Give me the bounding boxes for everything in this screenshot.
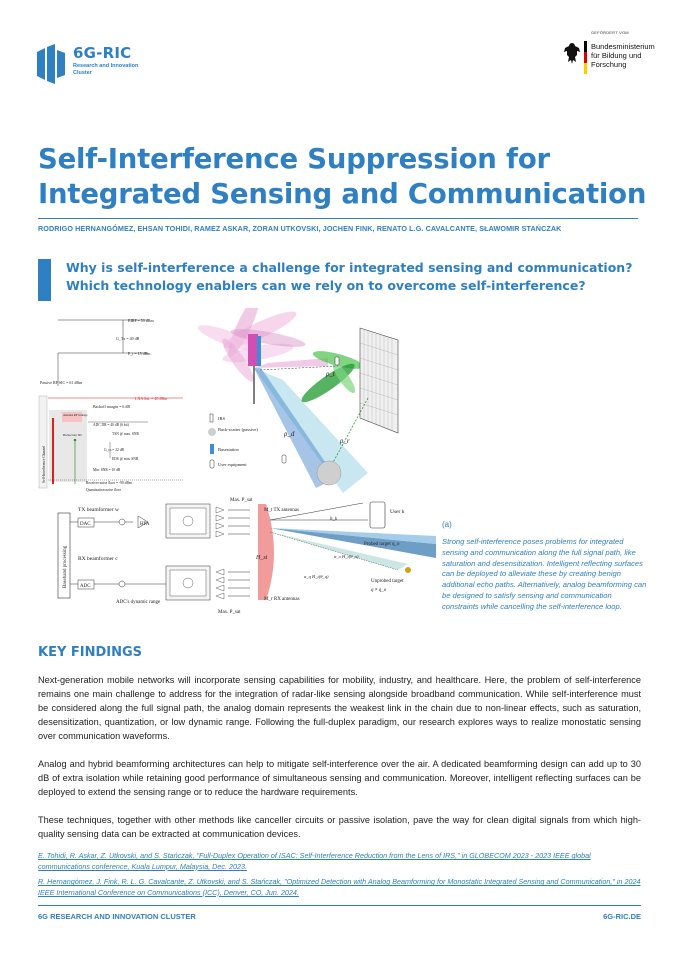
bmbf-logo: GEFÖRDERT VOM Bundesministerium für Bild… [563, 30, 655, 90]
pt-label: P_t = 15 dBm [128, 351, 151, 356]
eirp-label: EIRP = 53 dBm [128, 318, 154, 323]
tsn-label: TSN @ max. SNR [112, 432, 139, 436]
user-device-1 [334, 356, 340, 366]
baseband-box [57, 512, 71, 599]
mr-rx-label: M_r RX antennas [264, 597, 300, 602]
gcs-label: G_cs = 22 dB [104, 448, 124, 452]
sensing-beam [254, 368, 368, 493]
page-title: Self-Interference Suppression for Integr… [38, 143, 647, 210]
adc-block [77, 579, 95, 590]
backoff-label: Backoff margin = 6 dB [93, 404, 130, 409]
authors: RODRIGO HERNANGÓMEZ, EHSAN TOHIDI, RAMEZ… [38, 224, 562, 233]
reference-2-link[interactable]: R. Hernangómez, J. Fink, R. L. G. Cavalc… [38, 877, 641, 897]
logo-title: 6G-RIC [73, 44, 132, 62]
dac-label: DAC [80, 522, 91, 527]
caption-label: (a) [442, 520, 452, 529]
key-findings-paragraph-3: These techniques, together with other me… [38, 815, 641, 839]
beamforming-block-diagram: Baseband processing TX beamformer w DAC … [57, 498, 436, 615]
eds-label: EDS @ min. SNR [112, 457, 139, 461]
alpha-o-label: α_o H_t(θ_o) [334, 554, 359, 559]
rho-r-label: ρ_r [339, 437, 350, 445]
lna-label: LNA Sat. = 40 dBm [135, 396, 168, 401]
basestation-body [248, 334, 258, 366]
reference-1-link[interactable]: E. Tohidi, R. Askar, Z. Utkovski, and S.… [38, 851, 591, 871]
legend-user: User equipment [218, 462, 247, 467]
probing-beam [270, 528, 436, 558]
self-interference-region [258, 504, 274, 600]
si-channel-label: Self-Interference Channel [42, 446, 46, 483]
backscatter-legend-icon [208, 428, 216, 436]
scene-legend: IRS Back-scatter (passive) Basestation U… [208, 413, 258, 469]
unprobed-target-marker [405, 567, 411, 573]
quant-noise-label: Quantization noise floor [86, 488, 122, 492]
tx-beamformer-label: TX beamformer w [78, 506, 119, 513]
footer-divider [38, 905, 641, 906]
6g-ric-logo: 6G-RIC Research and Innovation Cluster [37, 42, 157, 84]
baseband-label: Baseband processing [63, 545, 68, 588]
figure-caption: Strong self-interference poses problems … [442, 537, 647, 611]
irs-legend-icon [209, 413, 214, 423]
user-legend-icon [209, 459, 215, 469]
direct-beam [254, 368, 336, 488]
6g-ric-logo-icon [37, 44, 65, 84]
user-device-2 [281, 454, 287, 464]
max-psat-bottom: Max. P_sat [218, 610, 241, 615]
key-findings-heading: KEY FINDINGS [38, 645, 143, 660]
key-findings-paragraph-2: Analog and hybrid beamforming architectu… [38, 759, 641, 797]
power-budget-diagram: EIRP = 53 dBm G_Tx = 40 dB P_t = 15 dBm … [38, 318, 183, 492]
sponsor-label: GEFÖRDERT VOM [591, 30, 629, 35]
rho-t-label: ρ_t [325, 370, 336, 378]
adc-dr-label: ADC DR = 40 dB (6 bit) [93, 423, 130, 427]
q-neq-label: q ≠ q_o [371, 588, 387, 593]
hsi-label: H_si [255, 555, 268, 561]
hpa-label: HPA [140, 522, 150, 527]
basestation-beam-pattern [197, 308, 306, 382]
adc-range-label: ADC's dynamic range [116, 600, 161, 605]
adc-label: ADC [80, 584, 91, 589]
irs-surface [359, 327, 399, 434]
flag-stripe-red [584, 52, 587, 63]
dac-block [77, 517, 95, 528]
sponsor-name: Bundesministerium für Bildung und Forsch… [591, 42, 655, 69]
footer-cluster-name: 6G RESEARCH AND INNOVATION CLUSTER [38, 912, 196, 921]
legend-backscatter: Back-scatter (passive) [218, 427, 258, 432]
leakage-label: Antenna RF leakage [63, 413, 88, 417]
alpha-q-label: α_q H_t(θ_q) [304, 574, 329, 579]
gtx-label: G_Tx = 40 dB [116, 336, 140, 341]
backscatter-target [316, 460, 342, 486]
key-findings-paragraph-1: Next-generation mobile networks will inc… [38, 675, 641, 741]
legend-irs: IRS [218, 416, 226, 421]
question-accent-bar [38, 259, 51, 301]
rx-beamformer-label: RX beamformer c [78, 555, 118, 562]
main-figure: EIRP = 53 dBm G_Tx = 40 dB P_t = 15 dBm … [38, 308, 436, 615]
rx-noise-label: Receiver noise floor = -90 dBm [86, 481, 132, 485]
eagle-icon [564, 43, 580, 64]
min-snr-label: Min. SNR = 10 dB [93, 468, 121, 472]
footer-website-link[interactable]: 6G-RIC.DE [603, 912, 641, 921]
backscatter-label: Backscatter SIC [63, 433, 82, 437]
irs-beam [254, 358, 328, 368]
flag-stripe-black [584, 41, 587, 52]
max-psat-top: Max. P_sat [230, 498, 253, 503]
user-k-label: User k [390, 509, 405, 515]
unprobed-beam [270, 532, 408, 570]
probed-target-label: Probed target q_o [364, 542, 400, 547]
german-flag [584, 41, 587, 74]
title-divider [38, 218, 638, 219]
passive-sic-label: Passive RF SIC = 61 dBm [40, 380, 83, 385]
legend-basestation: Basestation [218, 447, 239, 452]
logo-subtitle: Research and Innovation Cluster [73, 63, 139, 76]
basestation-legend-icon [210, 444, 214, 454]
mt-tx-label: M_t TX antennas [264, 508, 299, 513]
probing-beam-outer [270, 528, 436, 544]
flag-stripe-gold [584, 63, 587, 74]
unprobed-target-label: Unprobed target [371, 579, 404, 584]
research-question: Why is self-interference a challenge for… [66, 260, 633, 293]
isac-scene-illustration: ρ_t ρ_d ρ_r IRS Back-scatter (passive) B… [197, 308, 399, 493]
hk-label: h_k [330, 517, 338, 522]
user-k-device [369, 501, 386, 529]
basestation-panel [257, 336, 261, 366]
rho-d-label: ρ_d [283, 430, 295, 438]
